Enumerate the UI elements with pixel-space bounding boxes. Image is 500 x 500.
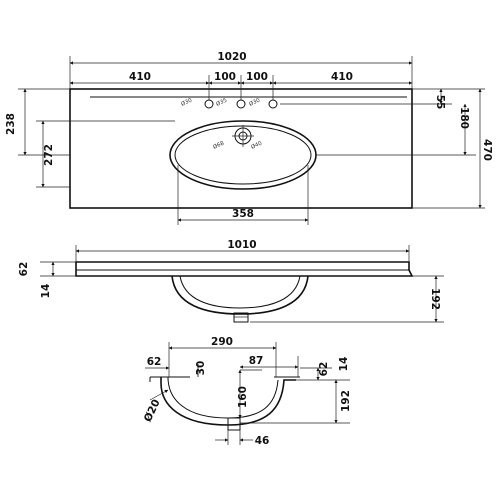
front-deck bbox=[75, 261, 414, 277]
dim-section-tap-hole: 30 bbox=[195, 361, 207, 376]
dim-section-depth: 160 bbox=[237, 386, 249, 408]
dim-deck-height: 62 bbox=[18, 262, 30, 277]
dim-section-right-lip: 62 bbox=[318, 362, 330, 377]
dim-segment-2: 100 bbox=[214, 71, 236, 83]
tap-hole-label-centre: Ø35 bbox=[215, 96, 229, 107]
section-shell-inner bbox=[167, 376, 279, 419]
top-view: Ø68 Ø40 Ø30 Ø35 Ø30 1020 410 100 bbox=[5, 51, 493, 225]
tap-hole-centre bbox=[236, 99, 246, 109]
dim-bowl-width: 358 bbox=[232, 208, 254, 220]
tap-hole-label-right: Ø30 bbox=[248, 96, 262, 107]
dim-bowl-height: 192 bbox=[429, 288, 441, 310]
dim-tap-to-bowl: 180 bbox=[458, 107, 470, 129]
front-waste bbox=[233, 312, 249, 323]
dim-bowl-depth: 272 bbox=[43, 144, 55, 166]
dim-section-radius: Ø20 bbox=[142, 398, 163, 424]
dim-segment-1: 410 bbox=[129, 71, 151, 83]
waste-label-right: Ø40 bbox=[250, 139, 264, 150]
tap-hole-label-left: Ø30 bbox=[180, 96, 194, 107]
section-waste bbox=[227, 417, 241, 431]
dim-overall-depth: 470 bbox=[481, 139, 493, 161]
dim-section-waste: 46 bbox=[255, 435, 270, 447]
section-view: 290 62 30 87 62 14 160 192 Ø20 46 bbox=[142, 336, 352, 447]
front-view: 1010 62 14 192 bbox=[18, 239, 444, 323]
dim-overall-width: 1020 bbox=[217, 51, 246, 63]
dim-section-overall-height: 192 bbox=[340, 390, 352, 412]
top-view-outline bbox=[69, 88, 413, 209]
dim-section-right-top: 14 bbox=[338, 357, 350, 372]
dim-lip: 14 bbox=[40, 284, 52, 299]
dim-front-width: 1010 bbox=[227, 239, 256, 251]
dim-segment-4: 410 bbox=[331, 71, 353, 83]
waste-label-left: Ø68 bbox=[212, 139, 226, 150]
dim-section-bowl-width: 290 bbox=[211, 336, 233, 348]
tap-hole-left bbox=[204, 99, 214, 109]
dim-section-right-offset: 87 bbox=[249, 355, 264, 367]
dim-left-to-tap: 238 bbox=[5, 113, 17, 135]
front-bowl bbox=[171, 275, 309, 315]
dim-section-left-lip: 62 bbox=[147, 356, 162, 368]
dim-tap-offset: 55 bbox=[434, 95, 446, 110]
section-rim-left bbox=[149, 376, 190, 382]
tap-hole-right bbox=[268, 99, 278, 109]
dim-segment-3: 100 bbox=[246, 71, 268, 83]
